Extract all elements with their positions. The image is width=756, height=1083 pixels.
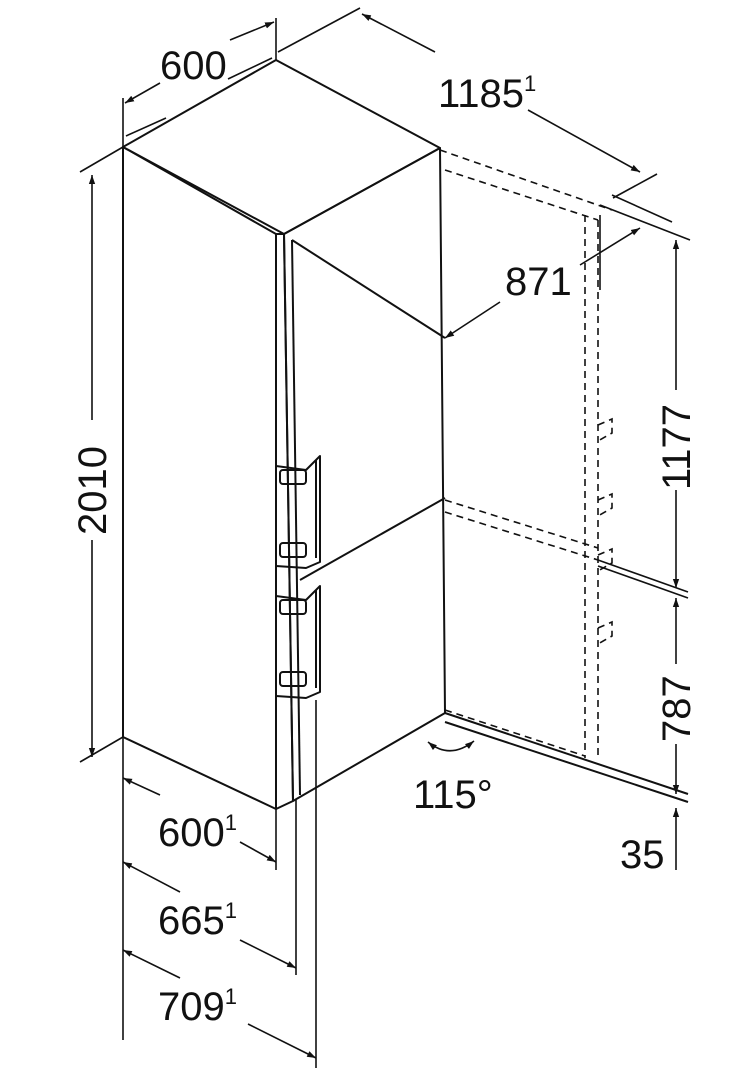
upper-handle <box>275 455 321 569</box>
dim-depth-with-handle: 7091 <box>122 949 317 1059</box>
dim-door-angle: 115° <box>413 740 493 817</box>
dim-depth-door: 871 <box>444 215 641 339</box>
depth-extension-lines <box>122 700 317 1068</box>
cabinet-side-face <box>122 146 277 810</box>
fridge-door <box>275 147 446 810</box>
label-787: 787 <box>655 675 699 742</box>
label-2010: 2010 <box>71 446 115 535</box>
dim-width-top: 600 <box>122 18 277 147</box>
label-1177: 1177 <box>655 404 699 490</box>
dim-plinth: 35 <box>620 808 680 877</box>
lower-handle <box>275 585 321 699</box>
label-35: 35 <box>620 833 665 877</box>
door-front-face <box>283 147 446 802</box>
label-665: 6651 <box>158 898 237 943</box>
top-edge-detail <box>125 117 167 137</box>
label-1185: 11851 <box>438 71 536 116</box>
door-split-line <box>299 497 446 581</box>
dim-height-total: 2010 <box>71 146 124 763</box>
dim-depth-body: 6001 <box>122 777 277 863</box>
door-top-edge-line <box>291 239 446 339</box>
label-115-degrees: 115° <box>413 773 493 817</box>
open-door-outline <box>439 149 613 758</box>
label-871: 871 <box>505 260 572 304</box>
dim-depth-open: 11851 <box>277 7 658 199</box>
door-edge-inner <box>291 239 301 796</box>
door-edge-bottom <box>275 800 294 810</box>
dim-height-upper: 1177 <box>655 240 699 588</box>
top-edge-detail <box>227 57 273 80</box>
door-left-edge <box>283 233 294 802</box>
label-600-top: 600 <box>160 44 227 88</box>
dim-depth-with-door: 6651 <box>122 861 297 969</box>
dim-height-lower: 787 <box>655 598 699 794</box>
label-600-bottom: 6001 <box>158 810 237 855</box>
label-709: 7091 <box>158 984 237 1029</box>
